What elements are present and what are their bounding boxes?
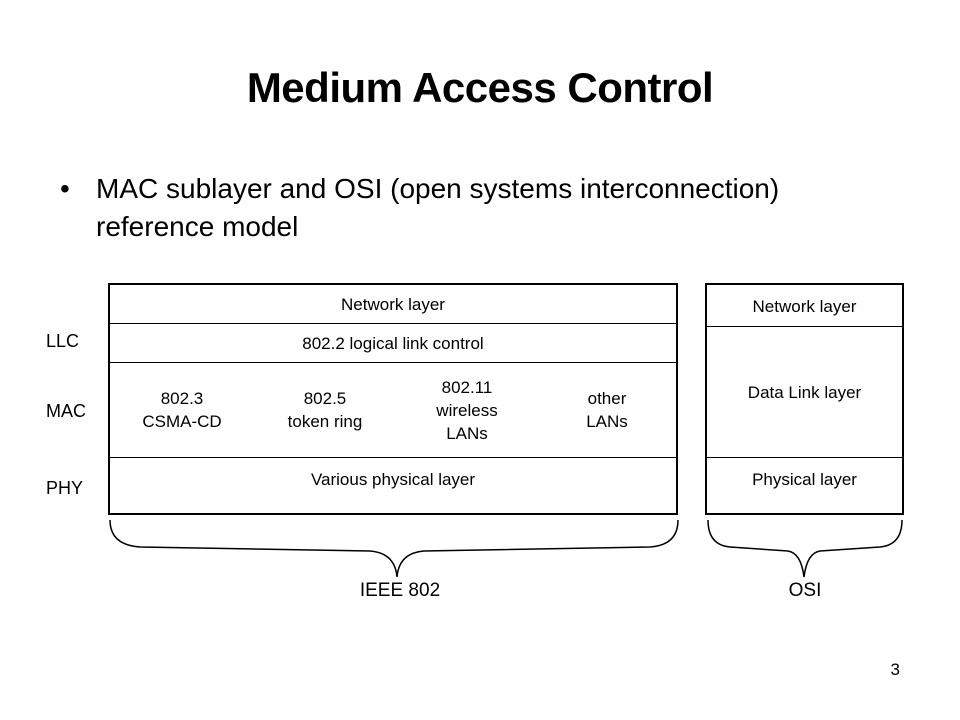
mac-cell-line: 802.11 (441, 377, 493, 397)
phy-label: PHY (46, 478, 84, 498)
divider (110, 457, 676, 458)
ieee-caption: IEEE 802 (359, 580, 441, 601)
bullet-text: MAC sublayer and OSI (open systems inter… (96, 173, 780, 242)
mac-cell-line: LANs (586, 412, 628, 431)
mac-label: MAC (46, 401, 86, 421)
mac-cell-line: other (587, 389, 627, 408)
divider (110, 362, 676, 363)
bullet-marker: • (60, 173, 70, 204)
divider (707, 326, 902, 327)
mac-cell-802-5: 802.5 token ring (254, 363, 396, 457)
osi-brace (707, 519, 903, 578)
ieee-phy-layer: Various physical layer (310, 469, 476, 489)
page-number: 3 (890, 660, 900, 679)
mac-cell-line: LANs (446, 423, 488, 443)
mac-cell-line: token ring (287, 412, 363, 431)
mac-cell-line: wireless (436, 400, 498, 420)
mac-cell-line: 802.5 (303, 389, 347, 408)
mac-cell-802-11: 802.11 wireless LANs (396, 363, 538, 457)
osi-caption: OSI (788, 580, 822, 601)
mac-cell-other-lans: other LANs (538, 363, 676, 457)
ieee-802-stack: Network layer 802.2 logical link control… (108, 283, 678, 515)
mac-cell-line: 802.3 (160, 389, 204, 408)
mac-cell-802-3: 802.3 CSMA-CD (110, 363, 254, 457)
ieee-network-layer: Network layer (341, 294, 445, 314)
llc-label: LLC (46, 331, 80, 351)
osi-physical-layer: Physical layer (752, 469, 857, 489)
ieee-llc-layer: 802.2 logical link control (302, 333, 484, 353)
divider (110, 323, 676, 324)
mac-cell-line: CSMA-CD (142, 412, 222, 431)
osi-data-link-layer: Data Link layer (747, 382, 862, 402)
slide-title: Medium Access Control (246, 64, 714, 111)
ieee-brace (109, 519, 679, 578)
divider (707, 457, 902, 458)
osi-stack: Network layer Data Link layer Physical l… (705, 283, 904, 515)
osi-network-layer: Network layer (752, 296, 857, 316)
